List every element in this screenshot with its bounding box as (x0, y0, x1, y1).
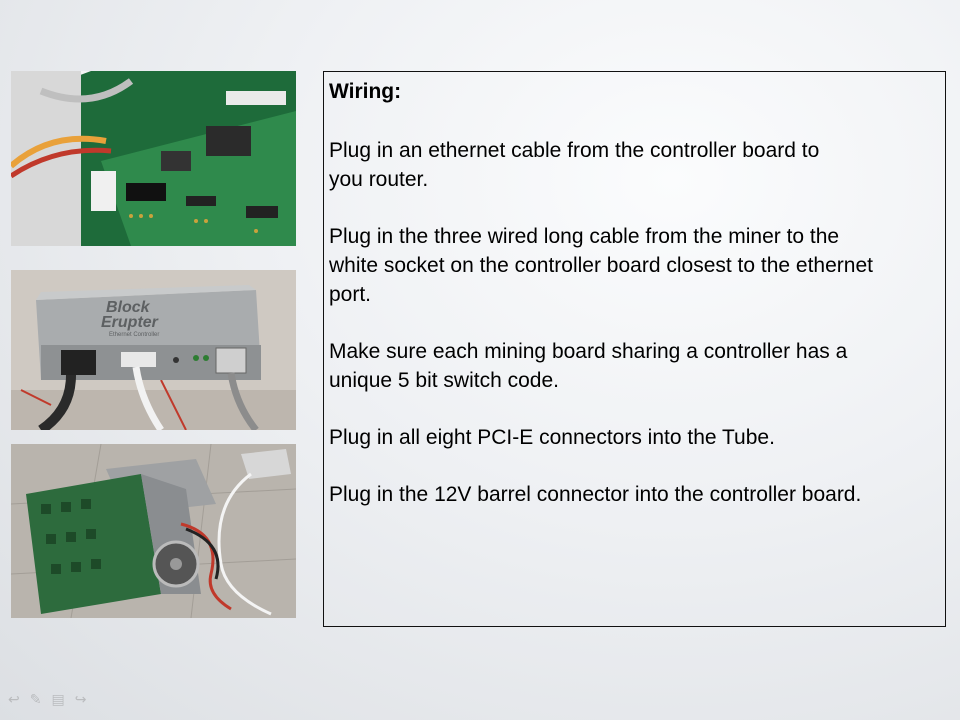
miner-tube-photo (11, 444, 296, 618)
instruction-ethernet: Plug in an ethernet cable from the contr… (329, 139, 820, 191)
slideshow-controls: ↩ ✎ ▤ ↪ (8, 692, 86, 708)
menu-icon[interactable]: ▤ (51, 692, 65, 708)
controller-subtitle-label: Ethernet Controller (109, 332, 159, 338)
instruction-barrel-connector: Plug in the 12V barrel connector into th… (329, 483, 862, 506)
arrow-left-icon[interactable]: ↩ (8, 692, 20, 708)
controller-model-label: Erupter (101, 314, 159, 331)
controller-brand-label: Block (106, 299, 151, 316)
instruction-three-wire-cable: Plug in the three wired long cable from … (329, 225, 873, 306)
pen-icon[interactable]: ✎ (29, 692, 42, 708)
ethernet-controller-photo: Block Erupter Ethernet Controller (11, 270, 296, 430)
wiring-heading: Wiring: (329, 80, 402, 103)
instruction-pcie: Plug in all eight PCI-E connectors into … (329, 426, 775, 449)
wiring-instructions-box: Wiring: Plug in an ethernet cable from t… (323, 71, 946, 627)
circuit-board-photo (11, 71, 296, 246)
arrow-right-icon[interactable]: ↪ (74, 692, 87, 708)
instruction-switch-code: Make sure each mining board sharing a co… (329, 340, 848, 392)
